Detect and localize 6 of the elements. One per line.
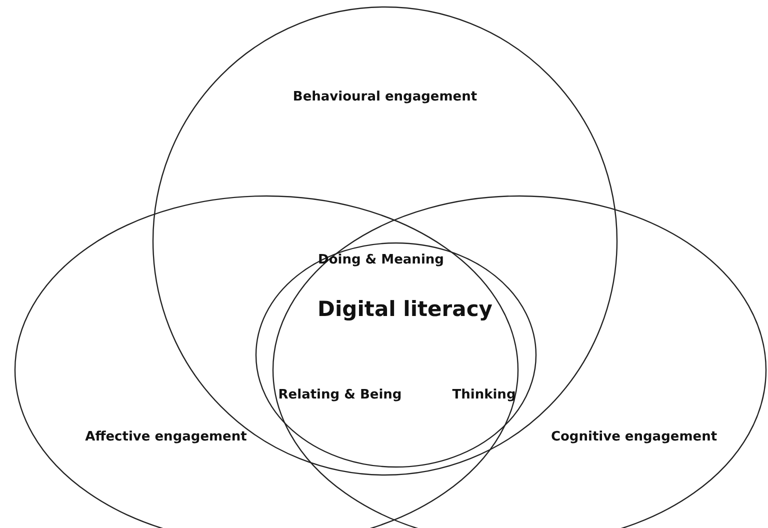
set-label: Behavioural engagement [292,90,478,104]
set-label: Cognitive engagement [550,430,718,444]
center-label: Digital literacy [318,297,492,321]
region-label: Thinking [452,388,516,402]
set-label: Affective engagement [85,430,247,444]
region-label: Relating & Being [278,388,402,402]
